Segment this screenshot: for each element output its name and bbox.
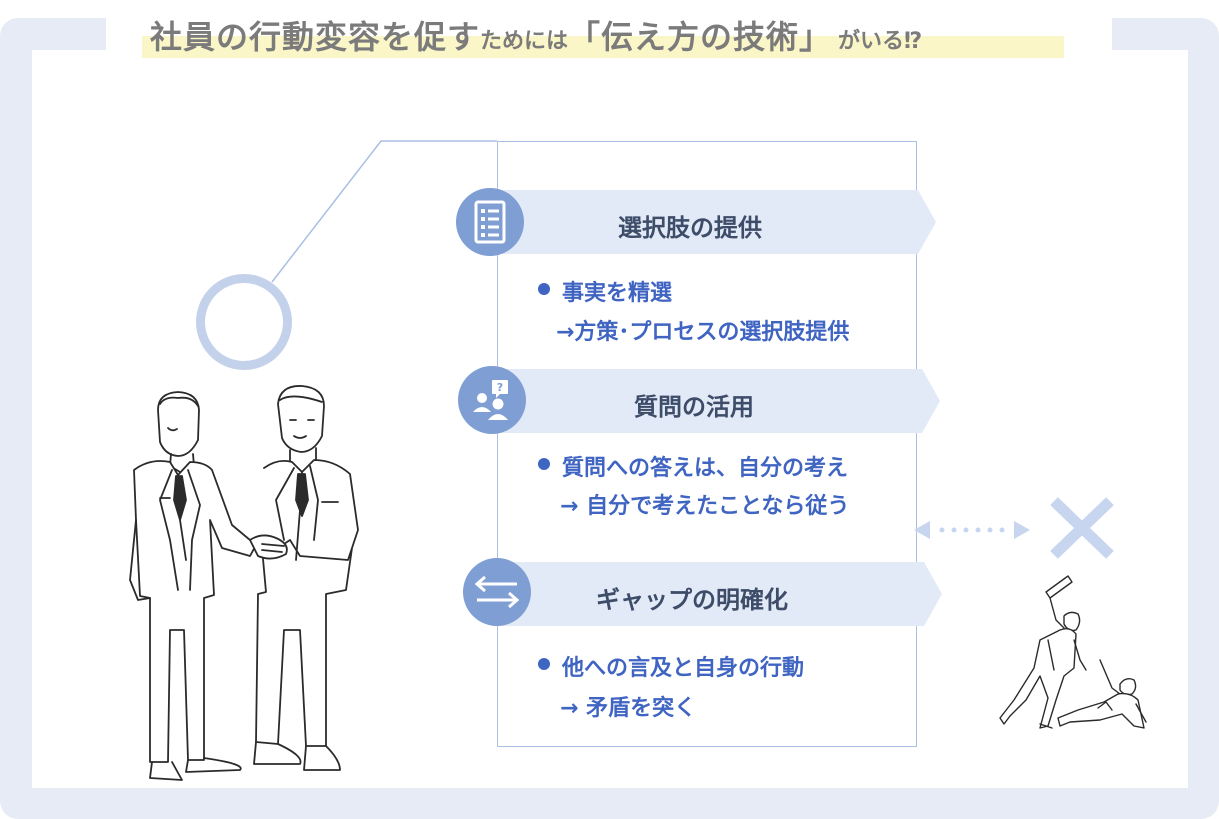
svg-text:?: ? bbox=[497, 381, 503, 394]
document-list-icon bbox=[456, 188, 524, 256]
section-2-band bbox=[490, 369, 922, 433]
question-people-icon: ? bbox=[458, 366, 526, 434]
section-1-line1: 事実を精選 bbox=[562, 281, 673, 306]
title-part3: 「伝え方の技術」 bbox=[568, 18, 833, 56]
section-2-bullet bbox=[538, 458, 550, 470]
section-1-band-tip bbox=[918, 190, 936, 254]
section-2-band-tip bbox=[922, 369, 940, 433]
section-1-line2: →方策･プロセスの選択肢提供 bbox=[556, 320, 850, 345]
section-1-band bbox=[490, 190, 918, 254]
section-2-line1: 質問への答えは、自分の考え bbox=[562, 456, 849, 481]
swap-arrows-icon bbox=[463, 558, 531, 626]
section-1-heading: 選択肢の提供 bbox=[618, 214, 762, 242]
title-highlight bbox=[142, 36, 1064, 58]
title-part4: がいる⁉ bbox=[838, 29, 923, 54]
section-2-heading: 質問の活用 bbox=[634, 393, 754, 421]
section-3-bullet bbox=[538, 658, 550, 670]
section-3-band-tip bbox=[924, 562, 942, 626]
page-title: 社員の行動変容を促す ためには 「伝え方の技術」 がいる⁉ bbox=[150, 12, 922, 58]
section-1-bullet bbox=[538, 283, 550, 295]
connector-ring bbox=[196, 274, 292, 370]
section-3-heading: ギャップの明確化 bbox=[596, 586, 788, 614]
section-2-line2: → 自分で考えたことなら従う bbox=[560, 494, 850, 519]
title-part2: ためには bbox=[480, 29, 569, 54]
title-part1: 社員の行動変容を促す bbox=[150, 18, 481, 56]
section-3-line1: 他への言及と自身の行動 bbox=[562, 656, 805, 681]
section-3-band bbox=[492, 562, 924, 626]
section-3-line2: → 矛盾を突く bbox=[560, 696, 697, 721]
